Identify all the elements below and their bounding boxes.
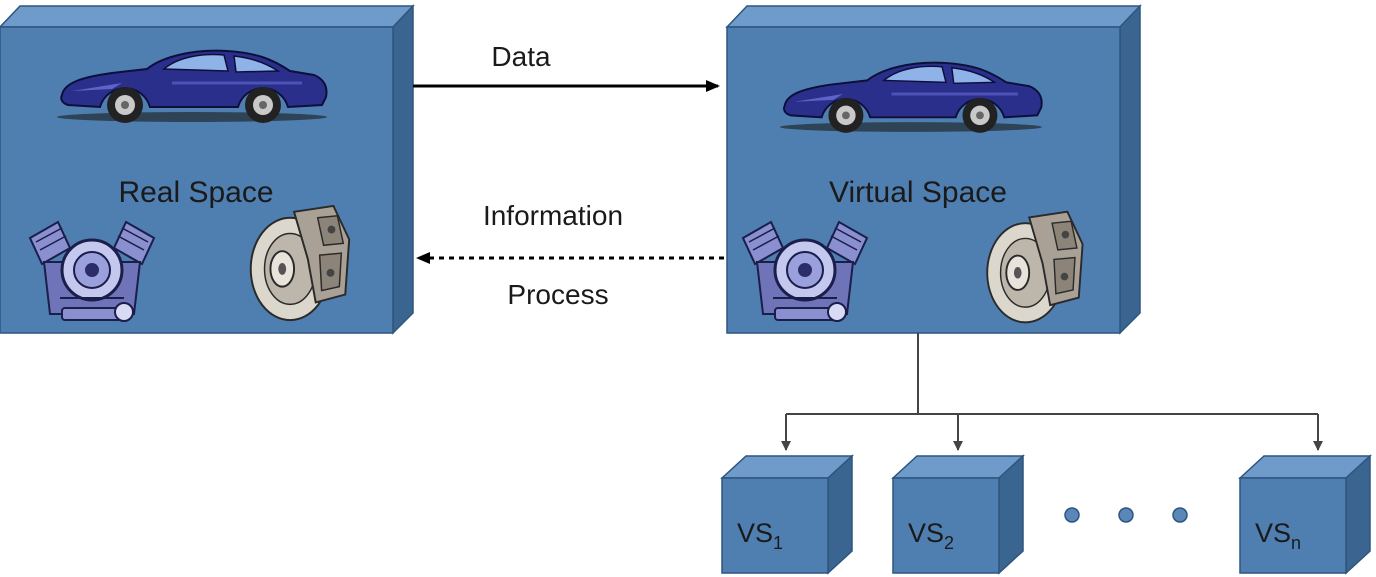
real-space-box-side	[392, 4, 414, 335]
data-label: Data	[491, 41, 551, 72]
ellipsis-dot	[1118, 507, 1134, 523]
vs1-label: VS1	[737, 518, 783, 553]
virtual-space-box-side	[1119, 4, 1141, 335]
sub-space-vs1: VS1	[720, 454, 854, 575]
ellipsis-dots	[1064, 507, 1188, 523]
virtual-space-box-top	[725, 5, 1142, 28]
process-label: Process	[507, 279, 608, 310]
ellipsis-dot	[1064, 507, 1080, 523]
vsn-label: VSn	[1255, 518, 1301, 553]
sub-space-vsn: VSn	[1238, 454, 1372, 575]
real-space-box-top	[0, 5, 415, 28]
virtual-space-box: Virtual Space	[725, 4, 1142, 335]
connector-tree	[781, 333, 1323, 451]
information-label: Information	[483, 200, 623, 231]
sub-space-vs2: VS2	[891, 454, 1025, 575]
real-space-label: Real Space	[118, 176, 273, 209]
ellipsis-dot	[1172, 507, 1188, 523]
vs2-label: VS2	[908, 518, 954, 553]
real-space-box: Real Space	[0, 4, 415, 335]
virtual-space-label: Virtual Space	[829, 176, 1007, 209]
